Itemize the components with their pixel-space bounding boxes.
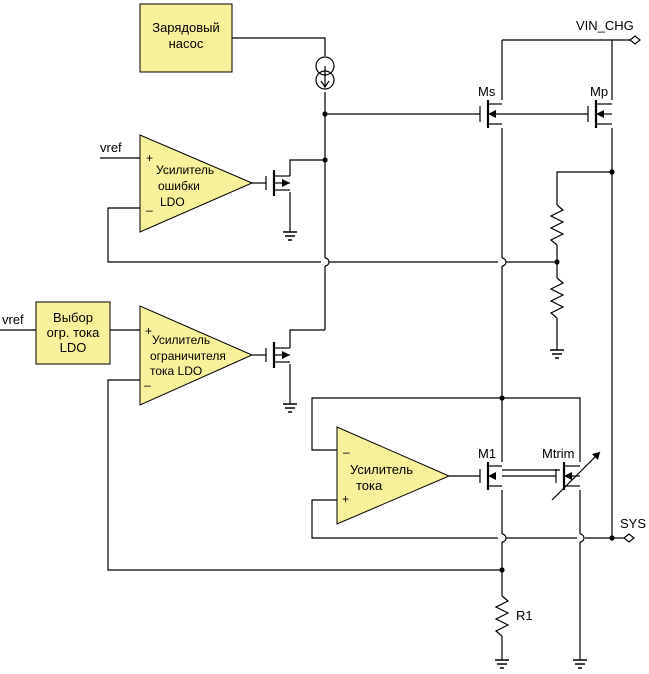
- mtrim-label: Mtrim: [542, 446, 575, 461]
- r1-label: R1: [516, 608, 533, 623]
- current-amp-label-1: Усилитель: [350, 462, 413, 477]
- limit-amp-label-1: Усилитель: [152, 333, 210, 347]
- vin-label: VIN_CHG: [576, 18, 634, 33]
- current-source: [315, 56, 335, 90]
- sys-port: SYS: [620, 516, 646, 543]
- vref-left-label: vref: [2, 312, 24, 327]
- current-limit-select-block: Выбор огр. тока LDO: [35, 301, 111, 365]
- current-amp-label-2: тока: [356, 478, 383, 493]
- resistor-divider-top: [549, 204, 565, 246]
- sys-label: SYS: [620, 516, 646, 531]
- resistor-r1: R1: [494, 595, 533, 637]
- ms-label: Ms: [478, 84, 496, 99]
- charge-pump-label-1: Зарядовый: [152, 20, 220, 35]
- current-amp-plus: +: [342, 492, 349, 506]
- m1-label: M1: [478, 446, 496, 461]
- limit-amp-minus: _: [143, 373, 151, 387]
- vin-port: VIN_CHG: [576, 18, 641, 45]
- limit-select-label-1: Выбор: [53, 310, 93, 325]
- error-amp-label-1: Усилитель: [156, 163, 214, 177]
- limit-amplifier: + _ Усилитель ограничителя тока LDO: [139, 305, 254, 406]
- mp-label: Mp: [590, 84, 608, 99]
- transistor-limit-amp: [265, 342, 290, 368]
- error-amp-minus: _: [145, 198, 153, 212]
- charge-pump-block: Зарядовый насос: [139, 3, 233, 73]
- limit-select-label-2: огр. тока: [47, 325, 100, 340]
- limit-amp-label-3: тока LDO: [150, 364, 202, 378]
- current-amplifier: – + Усилитель тока: [336, 426, 451, 525]
- limit-amp-plus: +: [145, 324, 152, 338]
- transistor-error-amp: [265, 170, 290, 196]
- transistor-mp: Mp: [587, 84, 612, 128]
- transistor-m1: M1: [478, 446, 502, 490]
- ground-mtrim: [573, 659, 587, 669]
- ground-divider: [550, 349, 564, 359]
- junction-dots: [322, 111, 615, 573]
- ground-error-transistor: [283, 231, 297, 241]
- ground-r1: [495, 659, 509, 669]
- resistor-divider-bottom: [549, 277, 565, 319]
- error-amp-plus: +: [146, 151, 153, 165]
- wires: [0, 37, 630, 660]
- error-amp-label-2: ошибки: [158, 179, 200, 193]
- transistor-ms: Ms: [478, 84, 502, 128]
- transistor-mtrim: Mtrim: [542, 446, 601, 501]
- current-amp-minus: –: [343, 445, 350, 459]
- ground-limit-transistor: [283, 403, 297, 413]
- error-amplifier: + _ Усилитель ошибки LDO: [139, 134, 254, 233]
- error-amp-label-3: LDO: [160, 195, 185, 209]
- charge-pump-label-2: насос: [169, 36, 204, 51]
- limit-amp-label-2: ограничителя: [150, 349, 226, 363]
- vref-top-label: vref: [100, 140, 122, 155]
- limit-select-label-3: LDO: [60, 340, 87, 355]
